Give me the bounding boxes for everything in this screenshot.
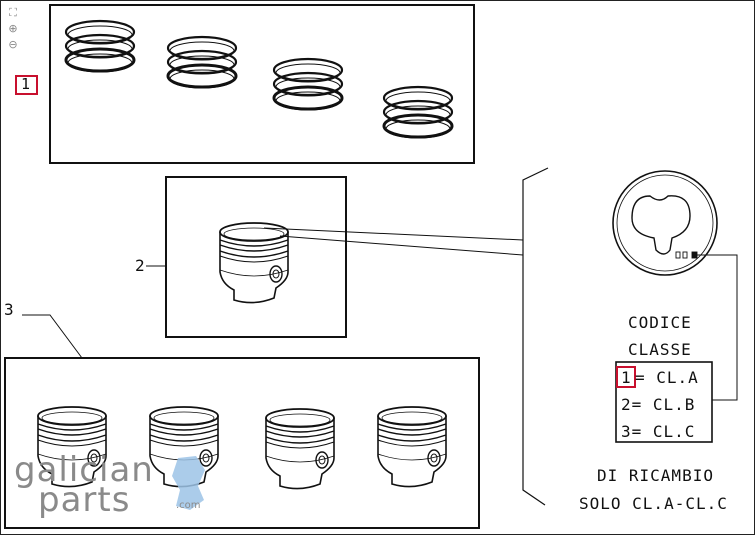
callout-3-label[interactable]: 3 bbox=[4, 300, 14, 319]
ring-set-box bbox=[49, 4, 475, 164]
piston-set-4 bbox=[377, 406, 447, 488]
detail-bracket bbox=[522, 167, 549, 506]
piston-single bbox=[219, 222, 289, 304]
zoom-out-icon[interactable]: ⊖ bbox=[8, 38, 18, 51]
class-row-1-text: = CL.A bbox=[635, 368, 699, 387]
logo-map-shape bbox=[172, 456, 205, 510]
class-code-table bbox=[615, 361, 713, 443]
callout-1-label: 1 bbox=[21, 75, 31, 93]
legend-classe: CLASSE bbox=[628, 340, 692, 359]
legend-codice: CODICE bbox=[628, 313, 692, 332]
piston-crown-detail bbox=[612, 170, 718, 276]
class-row-1-num: 1 bbox=[621, 368, 632, 387]
class-row-3: 3= CL.C bbox=[621, 422, 696, 441]
ring-set-4 bbox=[382, 85, 454, 140]
class-mark-1 bbox=[675, 251, 681, 259]
class-mark-2 bbox=[682, 251, 688, 259]
leader-3 bbox=[22, 314, 83, 359]
spare-note-line1: DI RICAMBIO bbox=[597, 466, 714, 485]
ring-set-3 bbox=[272, 57, 344, 112]
spare-note-line2: SOLO CL.A-CL.C bbox=[579, 494, 728, 513]
leader-class-code bbox=[697, 254, 738, 401]
zoom-in-icon[interactable]: ⊕ bbox=[8, 22, 18, 35]
logo-word-galician: galician bbox=[14, 450, 154, 490]
class-1-highlight[interactable] bbox=[616, 366, 636, 388]
fit-page-icon[interactable]: ⛶ bbox=[9, 6, 17, 19]
ring-set-1 bbox=[64, 19, 136, 74]
logo-suffix-com: .com bbox=[176, 500, 201, 511]
piston-set-3 bbox=[265, 408, 335, 490]
ring-set-2 bbox=[166, 35, 238, 90]
logo-word-parts: parts bbox=[38, 480, 131, 520]
class-row-2: 2= CL.B bbox=[621, 395, 696, 414]
class-mark-3 bbox=[691, 251, 698, 259]
callout-2-label[interactable]: 2 bbox=[135, 256, 145, 275]
callout-1-highlight[interactable] bbox=[15, 75, 38, 95]
piston-set-box bbox=[4, 357, 480, 529]
piston-box bbox=[165, 176, 347, 338]
